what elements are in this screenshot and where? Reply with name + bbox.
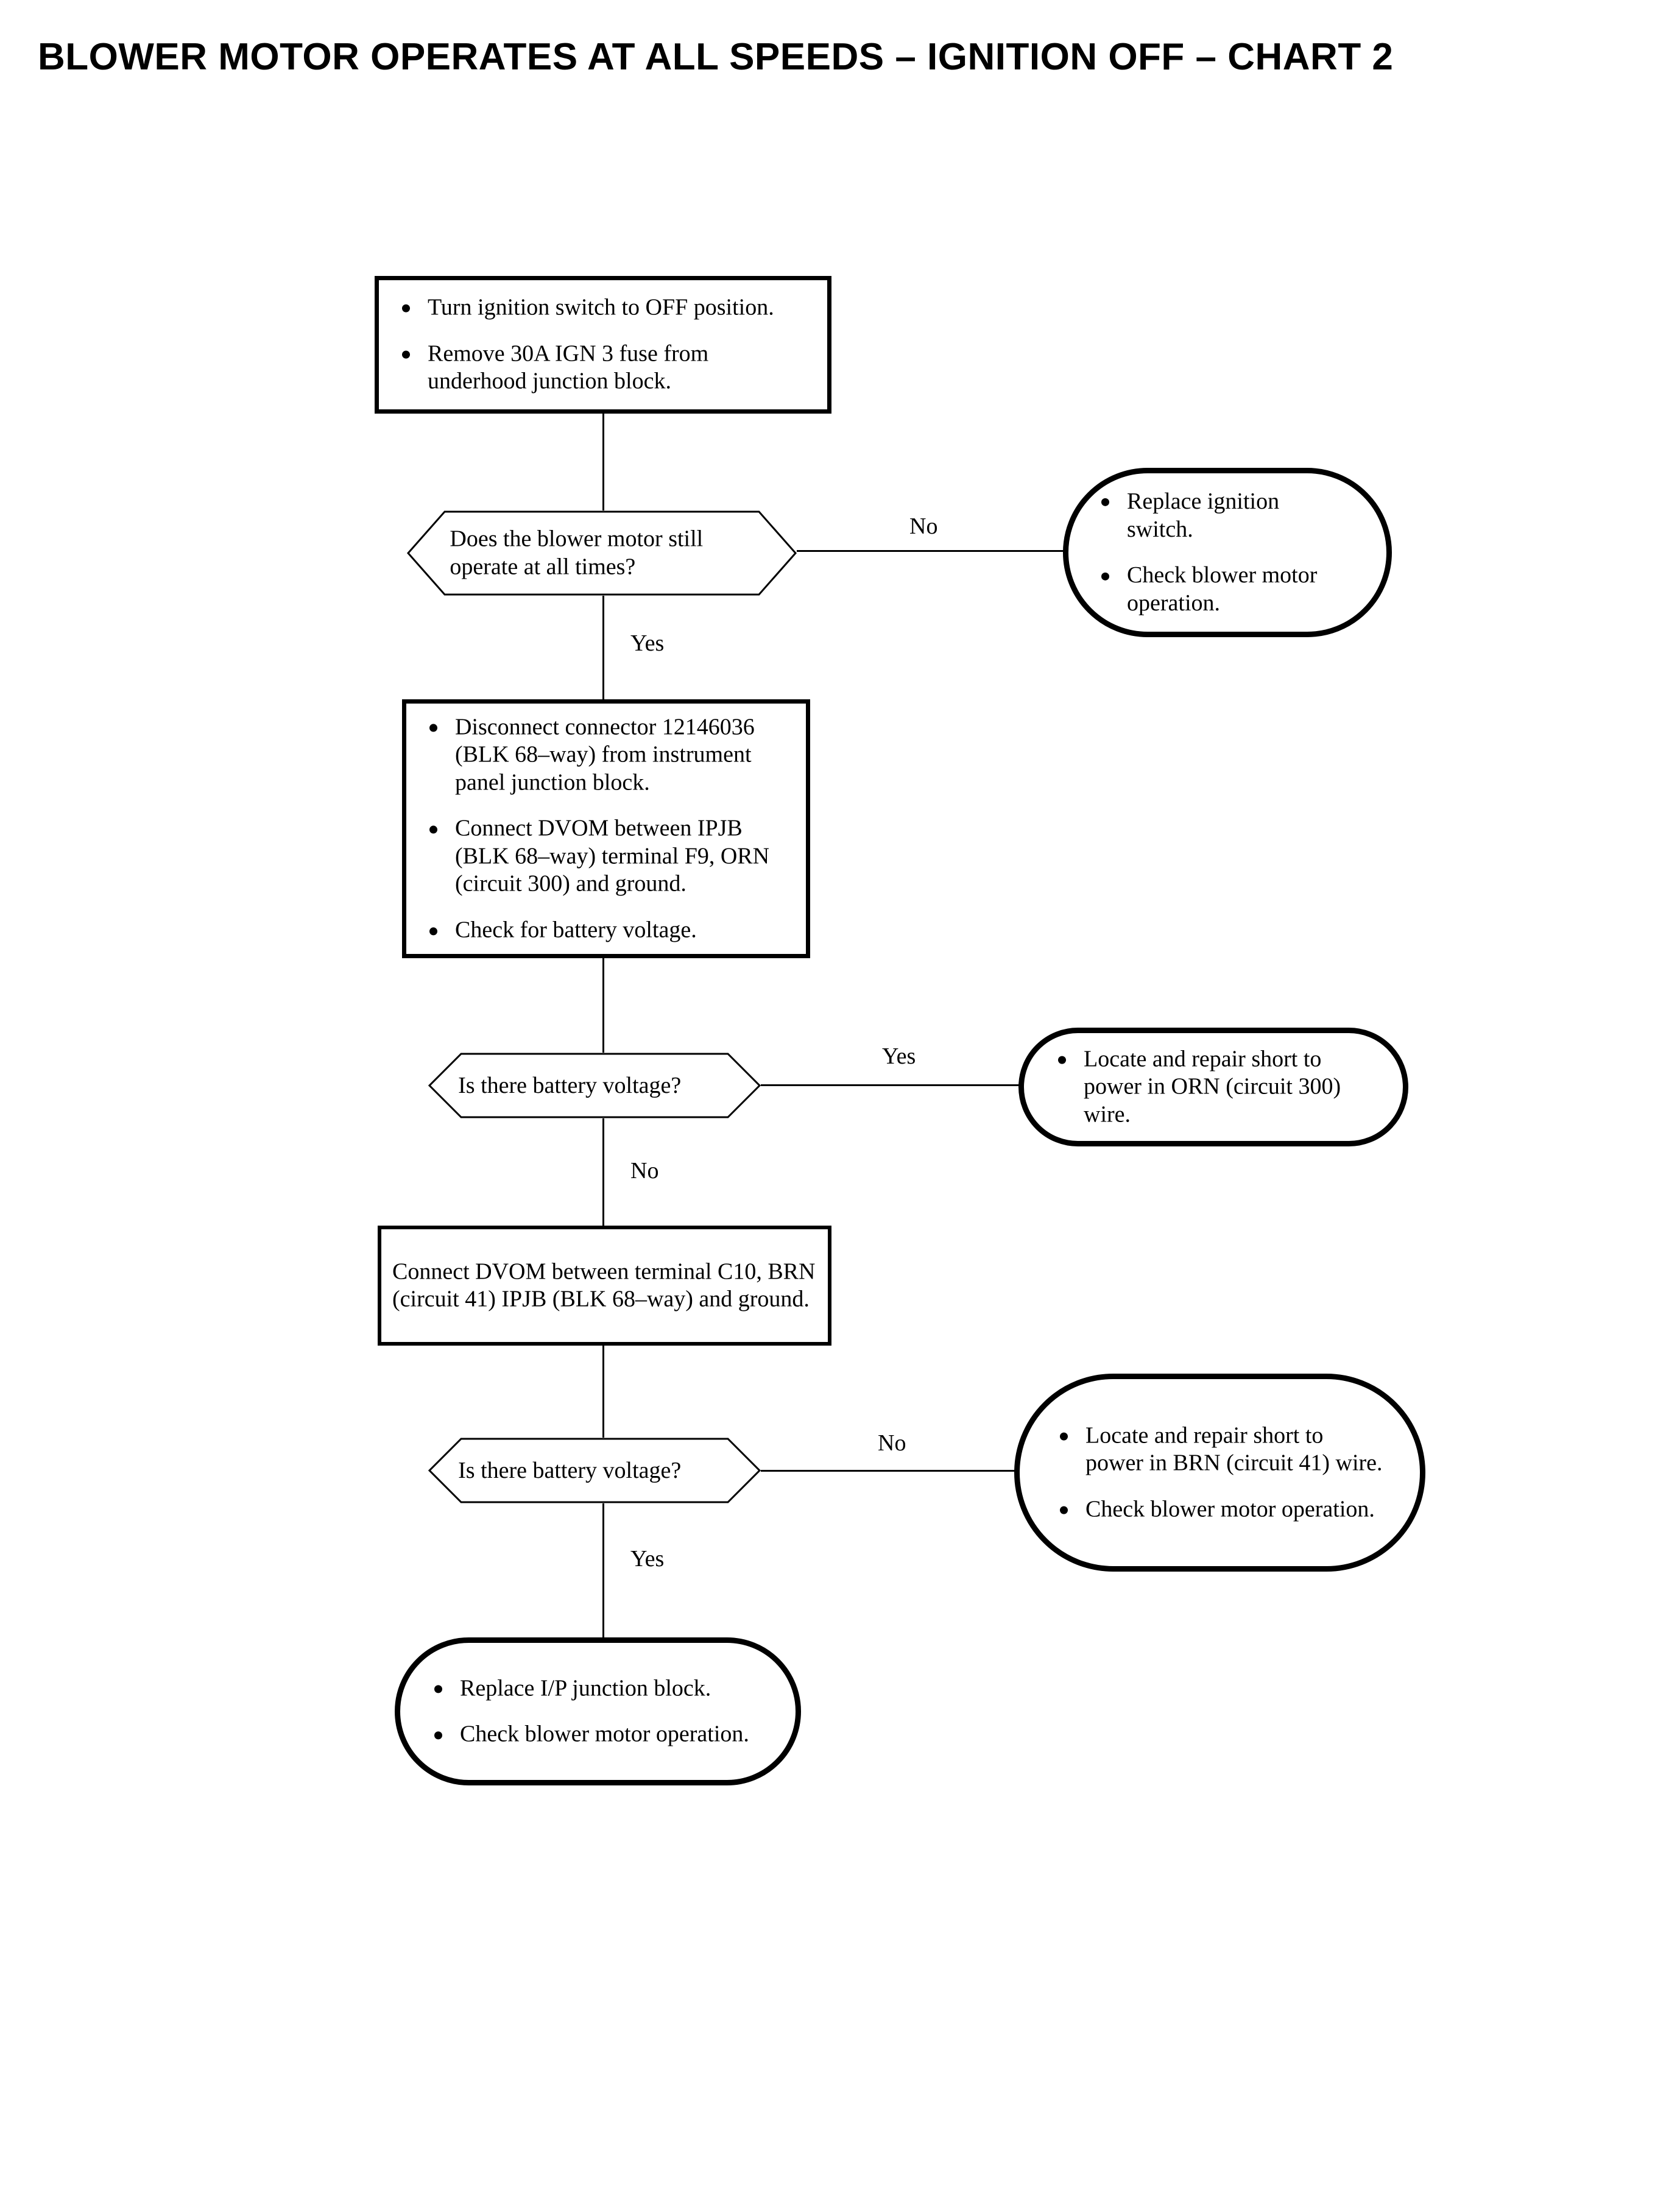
hexagon-outline-icon [428, 1053, 761, 1118]
step1-bullet-1: Turn ignition switch to OFF position. [394, 294, 813, 322]
term1-bullet-2: Check blower motor operation. [1093, 562, 1351, 617]
node-step2-process[interactable]: Disconnect connector 12146036 (BLK 68–wa… [402, 699, 810, 958]
edge-label-decision1-no: No [909, 514, 938, 539]
connector-step3-to-decision3 [602, 1346, 604, 1442]
step2-bullet-list: Disconnect connector 12146036 (BLK 68–wa… [421, 713, 791, 944]
node-term2-repair-short-orn[interactable]: Locate and repair short to power in ORN … [1018, 1028, 1408, 1146]
decision3-label: Is there battery voltage? [458, 1457, 682, 1483]
page-title: BLOWER MOTOR OPERATES AT ALL SPEEDS – IG… [38, 36, 1394, 78]
term1-bullet-list: Replace ignition switch. Check blower mo… [1093, 488, 1351, 617]
step2-bullet-3: Check for battery voltage. [421, 916, 791, 944]
node-term3-repair-short-brn[interactable]: Locate and repair short to power in BRN … [1014, 1374, 1425, 1572]
term3-bullet-list: Locate and repair short to power in BRN … [1051, 1422, 1383, 1523]
edge-label-decision3-no: No [878, 1430, 906, 1456]
edge-label-decision2-no: No [630, 1158, 659, 1184]
term4-bullet-1: Replace I/P junction block. [426, 1675, 768, 1703]
term4-bullet-list: Replace I/P junction block. Check blower… [426, 1675, 768, 1748]
term4-bullet-2: Check blower motor operation. [426, 1721, 768, 1749]
connector-step1-to-decision1 [602, 413, 604, 523]
node-step1-process[interactable]: Turn ignition switch to OFF position. Re… [375, 276, 831, 414]
step1-bullet-list: Turn ignition switch to OFF position. Re… [394, 294, 813, 396]
decision1-label: Does the blower motor still operate at a… [450, 526, 704, 580]
node-decision3-battery-voltage[interactable]: Is there battery voltage? [428, 1438, 761, 1503]
node-step3-process[interactable]: Connect DVOM between terminal C10, BRN (… [378, 1226, 831, 1346]
step2-bullet-2: Connect DVOM between IPJB (BLK 68–way) t… [421, 815, 791, 898]
step1-bullet-2: Remove 30A IGN 3 fuse from underhood jun… [394, 340, 813, 395]
connector-decision1-to-step2 [602, 596, 604, 699]
hexagon-outline-icon [428, 1438, 761, 1503]
connector-step2-to-decision2 [602, 958, 604, 1054]
connector-decision2-to-step3 [602, 1116, 604, 1226]
connector-decision2-to-term2 [760, 1084, 1019, 1086]
term2-bullet-1: Locate and repair short to power in ORN … [1050, 1045, 1369, 1129]
term3-bullet-1: Locate and repair short to power in BRN … [1051, 1422, 1383, 1477]
connector-decision3-to-term4 [602, 1503, 604, 1637]
node-term1-replace-ignition-switch[interactable]: Replace ignition switch. Check blower mo… [1063, 468, 1392, 637]
step2-bullet-1: Disconnect connector 12146036 (BLK 68–wa… [421, 713, 791, 797]
edge-label-decision2-yes: Yes [882, 1043, 916, 1069]
decision2-label: Is there battery voltage? [458, 1072, 682, 1098]
term1-bullet-1: Replace ignition switch. [1093, 488, 1351, 543]
term2-bullet-list: Locate and repair short to power in ORN … [1050, 1045, 1369, 1129]
node-decision2-battery-voltage[interactable]: Is there battery voltage? [428, 1053, 761, 1118]
hexagon-outline-icon [406, 510, 797, 596]
connector-decision3-to-term3 [760, 1470, 1019, 1472]
node-decision1-blower-still-operates[interactable]: Does the blower motor still operate at a… [406, 510, 797, 596]
edge-label-decision3-yes: Yes [630, 1546, 665, 1572]
node-term4-replace-ip-junction-block[interactable]: Replace I/P junction block. Check blower… [395, 1637, 801, 1785]
edge-label-decision1-yes: Yes [630, 630, 665, 656]
step3-text: Connect DVOM between terminal C10, BRN (… [392, 1258, 816, 1312]
term3-bullet-2: Check blower motor operation. [1051, 1495, 1383, 1523]
connector-decision1-to-term1 [792, 550, 1066, 552]
